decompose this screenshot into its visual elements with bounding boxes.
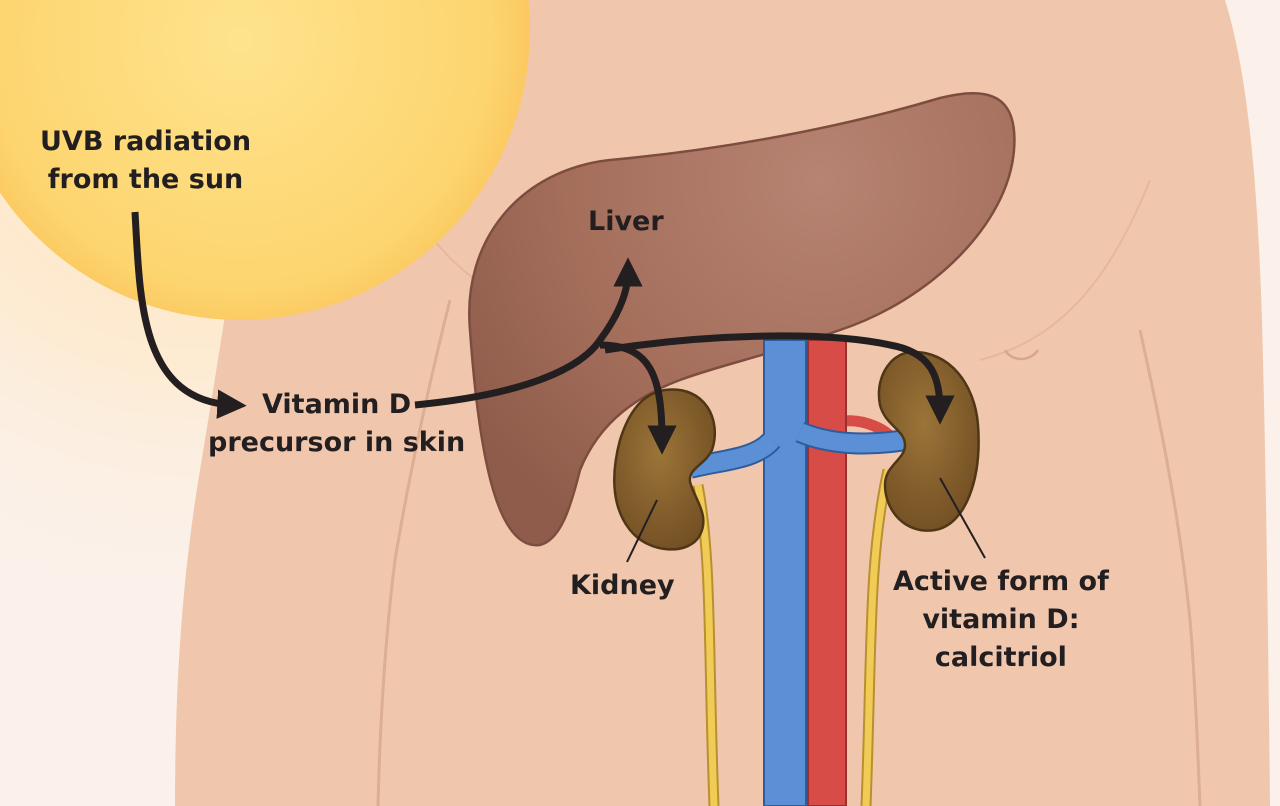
active-form-label-line3: calcitriol <box>934 642 1067 673</box>
vena-cava <box>763 339 807 806</box>
active-form-label: Active form of vitamin D: calcitriol <box>893 563 1109 677</box>
active-form-pointer <box>939 477 986 559</box>
kidney-label: Kidney <box>570 570 675 601</box>
right-ureter-fill <box>862 469 892 806</box>
aorta <box>807 339 847 806</box>
sun <box>0 0 530 320</box>
left-kidney <box>613 388 717 551</box>
kidney-pointer <box>626 499 658 563</box>
liver <box>468 91 1016 547</box>
arrow-skin-to-liver <box>414 257 643 409</box>
chest-line-right <box>979 179 1151 361</box>
uvb-label: UVB radiation from the sun <box>40 123 251 199</box>
precursor-label-line2: precursor in skin <box>208 427 466 458</box>
right-arm-edge <box>1138 329 1202 806</box>
uvb-label-line1: UVB radiation <box>40 126 252 157</box>
left-arm-edge <box>376 299 452 806</box>
precursor-label: Vitamin D precursor in skin <box>208 386 465 462</box>
active-form-label-line1: Active form of <box>893 566 1109 597</box>
right-renal-vein-fill <box>796 423 907 453</box>
arrow-sun-to-skin <box>131 211 247 419</box>
uvb-label-line2: from the sun <box>47 164 244 195</box>
active-form-label-line2: vitamin D: <box>922 604 1080 635</box>
nipple <box>1003 349 1040 361</box>
arrow-liver-to-right-kidney <box>604 332 955 425</box>
precursor-label-line1: Vitamin D <box>261 389 412 420</box>
liver-label: Liver <box>588 206 664 237</box>
